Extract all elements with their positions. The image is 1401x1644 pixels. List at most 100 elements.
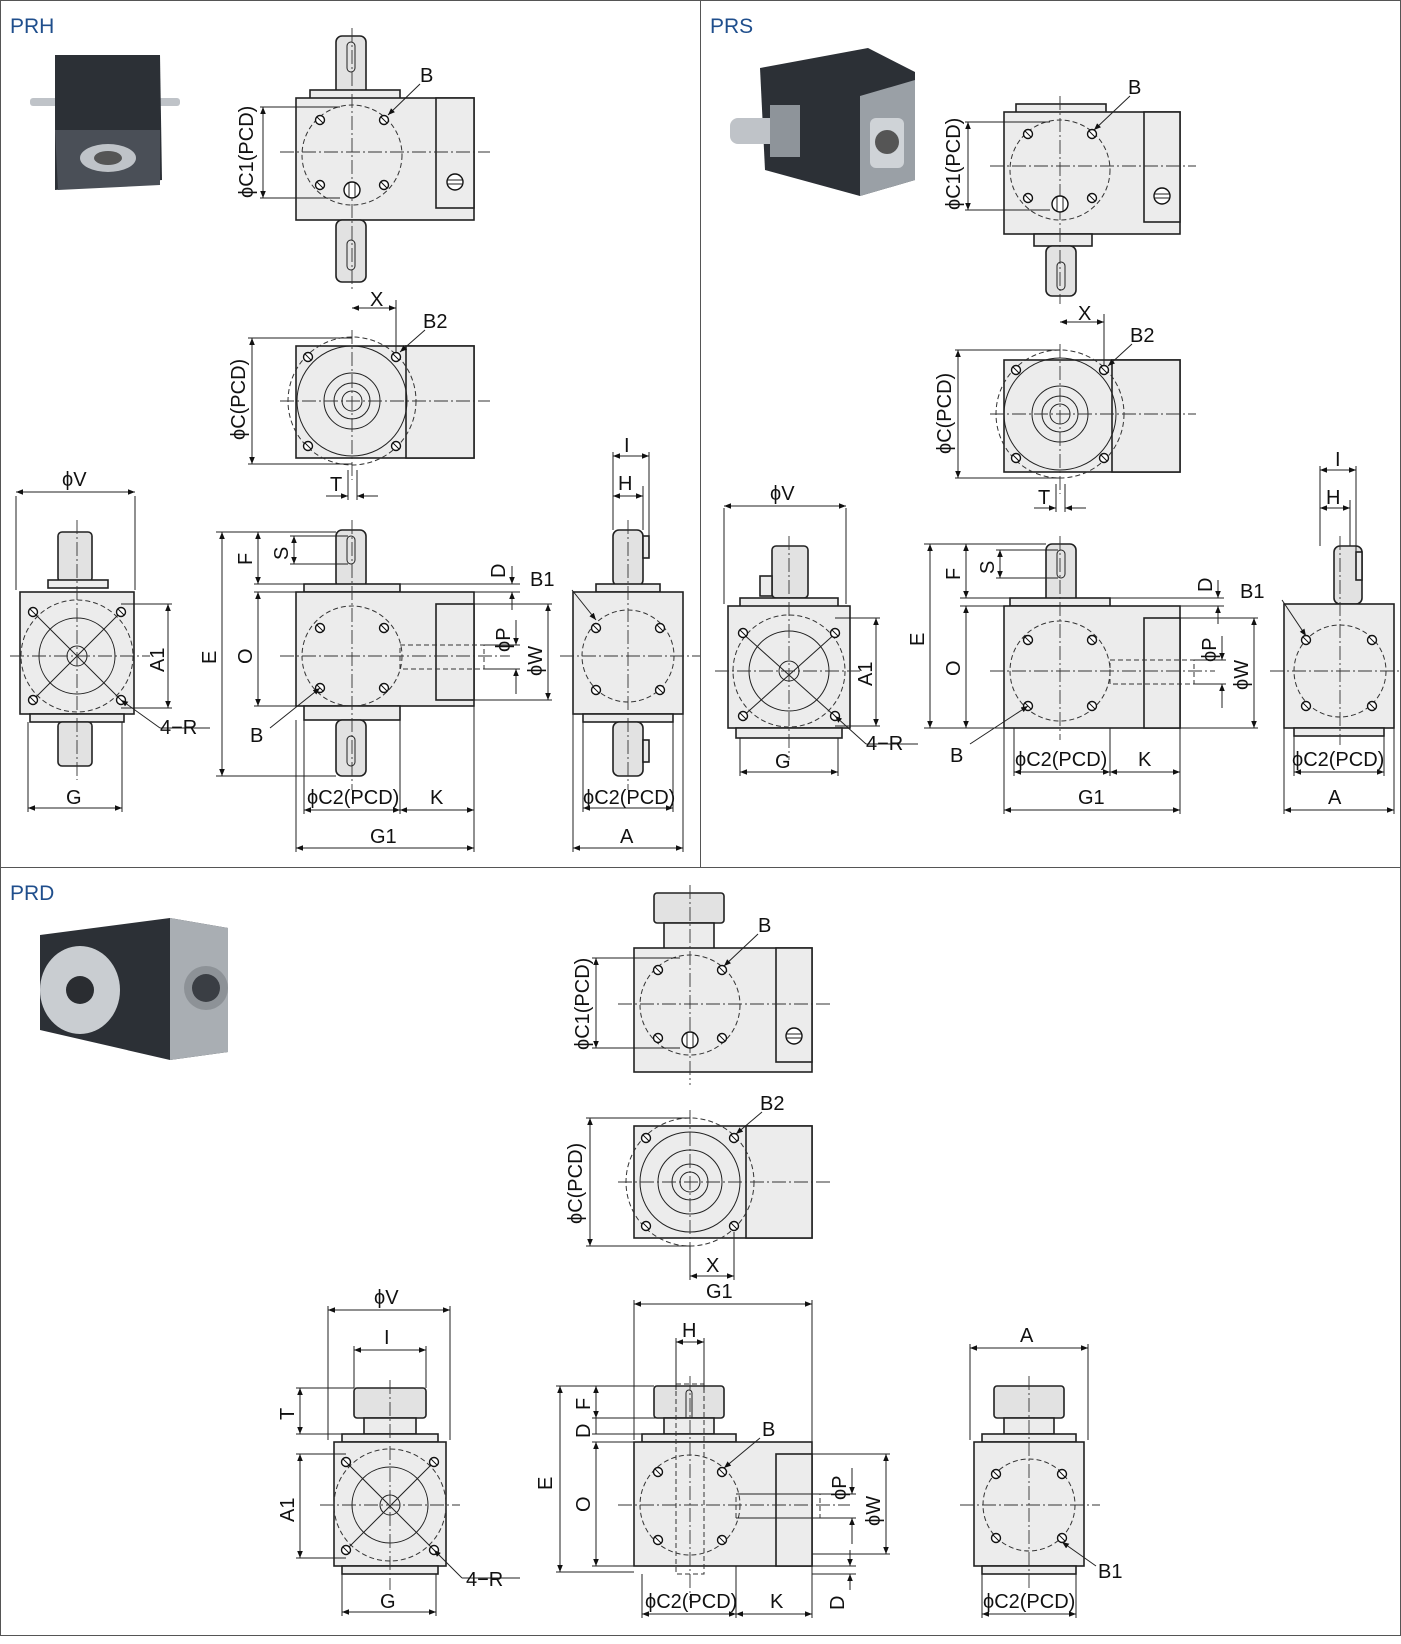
prd-side-label-a1: A1 <box>277 1498 299 1522</box>
prd-front-label-k: K <box>770 1591 784 1613</box>
prd-front-label-d-bottom: D <box>827 1596 849 1610</box>
prs-front-label-f: F <box>943 568 965 580</box>
prs-flange-label-x: X <box>1078 303 1091 325</box>
prh-flange-label-x: X <box>370 289 383 311</box>
prd-front-label-g1: G1 <box>706 1281 733 1303</box>
prd-flange-view <box>586 1110 830 1280</box>
prs-product-photo <box>730 48 915 196</box>
prh-front-label-b: B <box>250 725 263 747</box>
prh-side-label-a1: A1 <box>147 648 169 672</box>
prs-end-label-h: H <box>1326 487 1340 509</box>
prh-end-label-a: A <box>620 826 634 848</box>
prh-end-label-h: H <box>618 473 632 495</box>
prh-front-label-e: E <box>199 651 221 664</box>
prh-front-label-g1: G1 <box>370 826 397 848</box>
prs-side-view <box>715 503 918 776</box>
prd-top-view <box>592 885 830 1085</box>
prs-top-label-b: B <box>1128 77 1141 99</box>
prh-top-label-c1: ϕC1(PCD) <box>236 106 258 198</box>
prd-side-label-v: ϕV <box>374 1287 399 1309</box>
prs-front-label-b: B <box>950 745 963 767</box>
prh-top-label-b: B <box>420 65 433 87</box>
prs-front-label-d: D <box>1195 578 1217 592</box>
prh-side-view <box>10 489 210 812</box>
prd-front-label-d-top: D <box>573 1424 595 1438</box>
prd-top-label-c1: ϕC1(PCD) <box>572 958 594 1050</box>
panel-title-prs: PRS <box>710 15 754 38</box>
prh-front-label-c2: ϕC2(PCD) <box>307 787 399 809</box>
prh-end-label-c2: ϕC2(PCD) <box>583 787 675 809</box>
prd-end-view <box>960 1344 1100 1618</box>
prs-flange-label-c: ϕC(PCD) <box>934 373 956 454</box>
prs-end-label-c2: ϕC2(PCD) <box>1292 749 1384 771</box>
prs-end-label-a: A <box>1328 787 1342 809</box>
prd-top-label-b: B <box>758 915 771 937</box>
prd-end-label-b1: B1 <box>1098 1561 1122 1583</box>
prd-front-view <box>556 1300 890 1618</box>
panel-title-prh: PRH <box>10 15 55 38</box>
prh-flange-label-t: T <box>330 474 342 496</box>
prh-front-view <box>216 520 552 852</box>
prs-flange-view <box>955 314 1196 512</box>
prs-front-label-o: O <box>943 660 965 676</box>
prh-front-label-s: S <box>271 547 293 560</box>
prh-front-label-o: O <box>235 648 257 664</box>
prh-flange-label-b2: B2 <box>423 311 447 333</box>
prh-end-label-i: I <box>624 435 630 457</box>
prd-flange-label-c: ϕC(PCD) <box>565 1143 587 1224</box>
panel-title-prd: PRD <box>10 882 55 905</box>
prh-front-label-k: K <box>430 787 444 809</box>
prh-side-label-r: 4−R <box>160 717 197 739</box>
prh-front-label-d: D <box>488 564 510 578</box>
prs-front-label-w: ϕW <box>1231 660 1253 690</box>
prs-front-label-s: S <box>977 561 999 574</box>
prs-front-label-p: ϕP <box>1199 637 1221 662</box>
prh-end-view <box>560 452 700 852</box>
prs-front-label-e: E <box>907 633 929 646</box>
prs-front-label-g1: G1 <box>1078 787 1105 809</box>
prs-side-label-r: 4−R <box>866 733 903 755</box>
prd-side-label-g: G <box>380 1591 396 1613</box>
prs-end-label-b1: B1 <box>1240 581 1264 603</box>
prs-flange-label-t: T <box>1038 487 1050 509</box>
prh-top-view <box>260 28 490 290</box>
prd-end-label-c2: ϕC2(PCD) <box>983 1591 1075 1613</box>
prh-front-label-w: ϕW <box>525 646 547 676</box>
prs-front-label-k: K <box>1138 749 1152 771</box>
prs-flange-label-b2: B2 <box>1130 325 1154 347</box>
prh-product-photo <box>30 55 180 190</box>
prh-front-label-p: ϕP <box>493 627 515 652</box>
prh-side-label-v: ϕV <box>62 469 87 491</box>
prd-product-photo <box>40 918 228 1060</box>
prd-front-label-e: E <box>535 1477 557 1490</box>
prd-front-label-f: F <box>573 1398 595 1410</box>
prh-flange-label-c: ϕC(PCD) <box>228 359 250 440</box>
prh-front-label-f: F <box>235 553 257 565</box>
prs-top-view <box>965 95 1196 304</box>
prs-top-label-c1: ϕC1(PCD) <box>943 118 965 210</box>
prs-side-label-v: ϕV <box>770 483 795 505</box>
prd-side-label-i: I <box>384 1327 390 1349</box>
prd-front-label-b: B <box>762 1419 775 1441</box>
prd-front-label-c2: ϕC2(PCD) <box>645 1591 737 1613</box>
prs-front-label-c2: ϕC2(PCD) <box>1015 749 1107 771</box>
prs-end-view <box>1270 466 1400 814</box>
prd-front-label-o: O <box>573 1496 595 1512</box>
prd-front-label-h: H <box>682 1320 696 1342</box>
prd-side-label-t: T <box>277 1408 299 1420</box>
prs-front-view <box>924 536 1258 814</box>
prd-flange-label-b2: B2 <box>760 1093 784 1115</box>
prd-side-label-r: 4−R <box>466 1569 503 1591</box>
prs-side-label-a1: A1 <box>855 662 877 686</box>
prd-front-label-p: ϕP <box>829 1475 851 1500</box>
prd-front-label-w: ϕW <box>863 1496 885 1526</box>
prh-flange-view <box>248 300 490 500</box>
prd-end-label-a: A <box>1020 1325 1034 1347</box>
prd-flange-label-x: X <box>706 1255 719 1277</box>
prd-side-view <box>296 1306 520 1616</box>
prs-end-label-i: I <box>1335 449 1341 471</box>
prh-side-label-g: G <box>66 787 82 809</box>
prh-end-label-b1: B1 <box>530 569 554 591</box>
